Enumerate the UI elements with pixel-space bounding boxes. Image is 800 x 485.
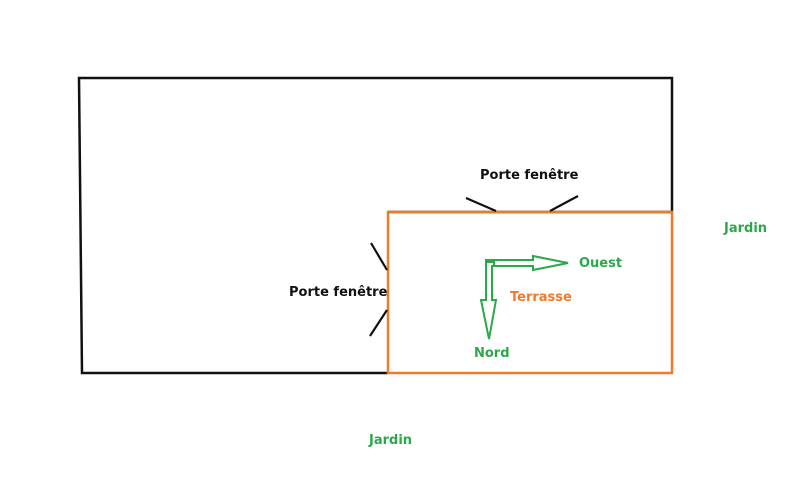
door-left-mark-bottom <box>369 309 388 337</box>
door-left-mark-top <box>370 242 388 271</box>
garden-right-label: Jardin <box>724 221 768 236</box>
door-top-mark-left <box>465 196 497 213</box>
north-arrow <box>479 259 498 340</box>
garden-bottom-label: Jardin <box>369 433 413 448</box>
terrace-outline <box>386 210 674 375</box>
north-label: Nord <box>474 346 510 361</box>
door-top-mark-right <box>549 195 579 212</box>
door-left-label: Porte fenêtre <box>289 285 388 300</box>
terrace-label: Terrasse <box>510 290 572 305</box>
west-label: Ouest <box>579 256 623 271</box>
door-top-label: Porte fenêtre <box>480 168 579 183</box>
west-arrow <box>485 254 569 272</box>
